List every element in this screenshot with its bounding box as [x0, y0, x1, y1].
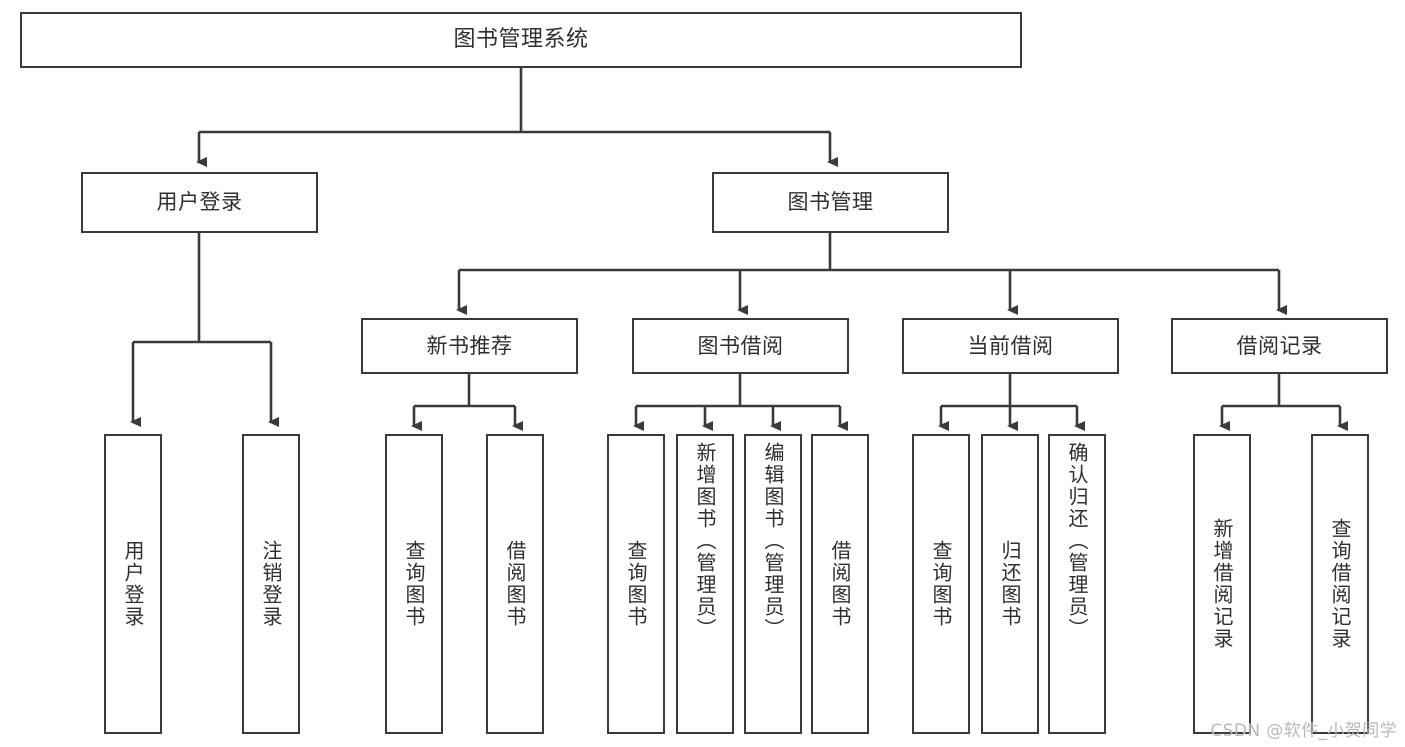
node-leaf-borrow-book-2[interactable]: 借阅图书: [811, 434, 869, 734]
node-label: 借阅图书: [503, 540, 527, 628]
node-leaf-query-borrow-record[interactable]: 查询借阅记录: [1311, 434, 1369, 734]
node-leaf-borrow-book-1[interactable]: 借阅图书: [486, 434, 544, 734]
node-label: 确认归还（管理员）: [1065, 442, 1089, 640]
node-label: 用户登录: [156, 190, 243, 215]
watermark: CSDN @软件_小贺同学: [1210, 721, 1397, 741]
node-label: 注销登录: [259, 540, 283, 628]
node-root-book-management-system[interactable]: 图书管理系统: [20, 12, 1022, 68]
node-label: 借阅记录: [1236, 333, 1323, 358]
node-leaf-add-book[interactable]: 新增图书（管理员）: [676, 434, 734, 734]
node-leaf-add-borrow-record[interactable]: 新增借阅记录: [1193, 434, 1251, 734]
node-borrow-record[interactable]: 借阅记录: [1171, 318, 1388, 374]
node-current-borrow[interactable]: 当前借阅: [902, 318, 1119, 374]
node-label: 当前借阅: [967, 333, 1054, 358]
node-leaf-logout-login[interactable]: 注销登录: [242, 434, 300, 734]
node-leaf-edit-book[interactable]: 编辑图书（管理员）: [744, 434, 802, 734]
node-label: 图书借阅: [697, 333, 784, 358]
node-leaf-user-login[interactable]: 用户登录: [104, 434, 162, 734]
node-leaf-query-book-2[interactable]: 查询图书: [607, 434, 665, 734]
node-label: 编辑图书（管理员）: [761, 442, 785, 640]
node-label: 图书管理系统: [453, 27, 589, 53]
node-leaf-return-book[interactable]: 归还图书: [981, 434, 1039, 734]
node-leaf-query-book-3[interactable]: 查询图书: [912, 434, 970, 734]
node-leaf-confirm-return[interactable]: 确认归还（管理员）: [1048, 434, 1106, 734]
node-new-book-recommend[interactable]: 新书推荐: [361, 318, 578, 374]
node-label: 新增图书（管理员）: [693, 442, 717, 640]
node-label: 借阅图书: [828, 540, 852, 628]
node-label: 查询图书: [624, 540, 648, 628]
node-user-login[interactable]: 用户登录: [81, 172, 318, 233]
node-book-management[interactable]: 图书管理: [712, 172, 949, 233]
node-leaf-query-book-1[interactable]: 查询图书: [385, 434, 443, 734]
node-book-borrow[interactable]: 图书借阅: [632, 318, 849, 374]
node-label: 归还图书: [998, 540, 1022, 628]
node-label: 新书推荐: [426, 333, 513, 358]
node-label: 新增借阅记录: [1210, 518, 1234, 650]
node-label: 查询借阅记录: [1328, 518, 1352, 650]
node-label: 用户登录: [121, 540, 145, 628]
node-label: 图书管理: [787, 190, 874, 215]
node-label: 查询图书: [929, 540, 953, 628]
node-label: 查询图书: [402, 540, 426, 628]
